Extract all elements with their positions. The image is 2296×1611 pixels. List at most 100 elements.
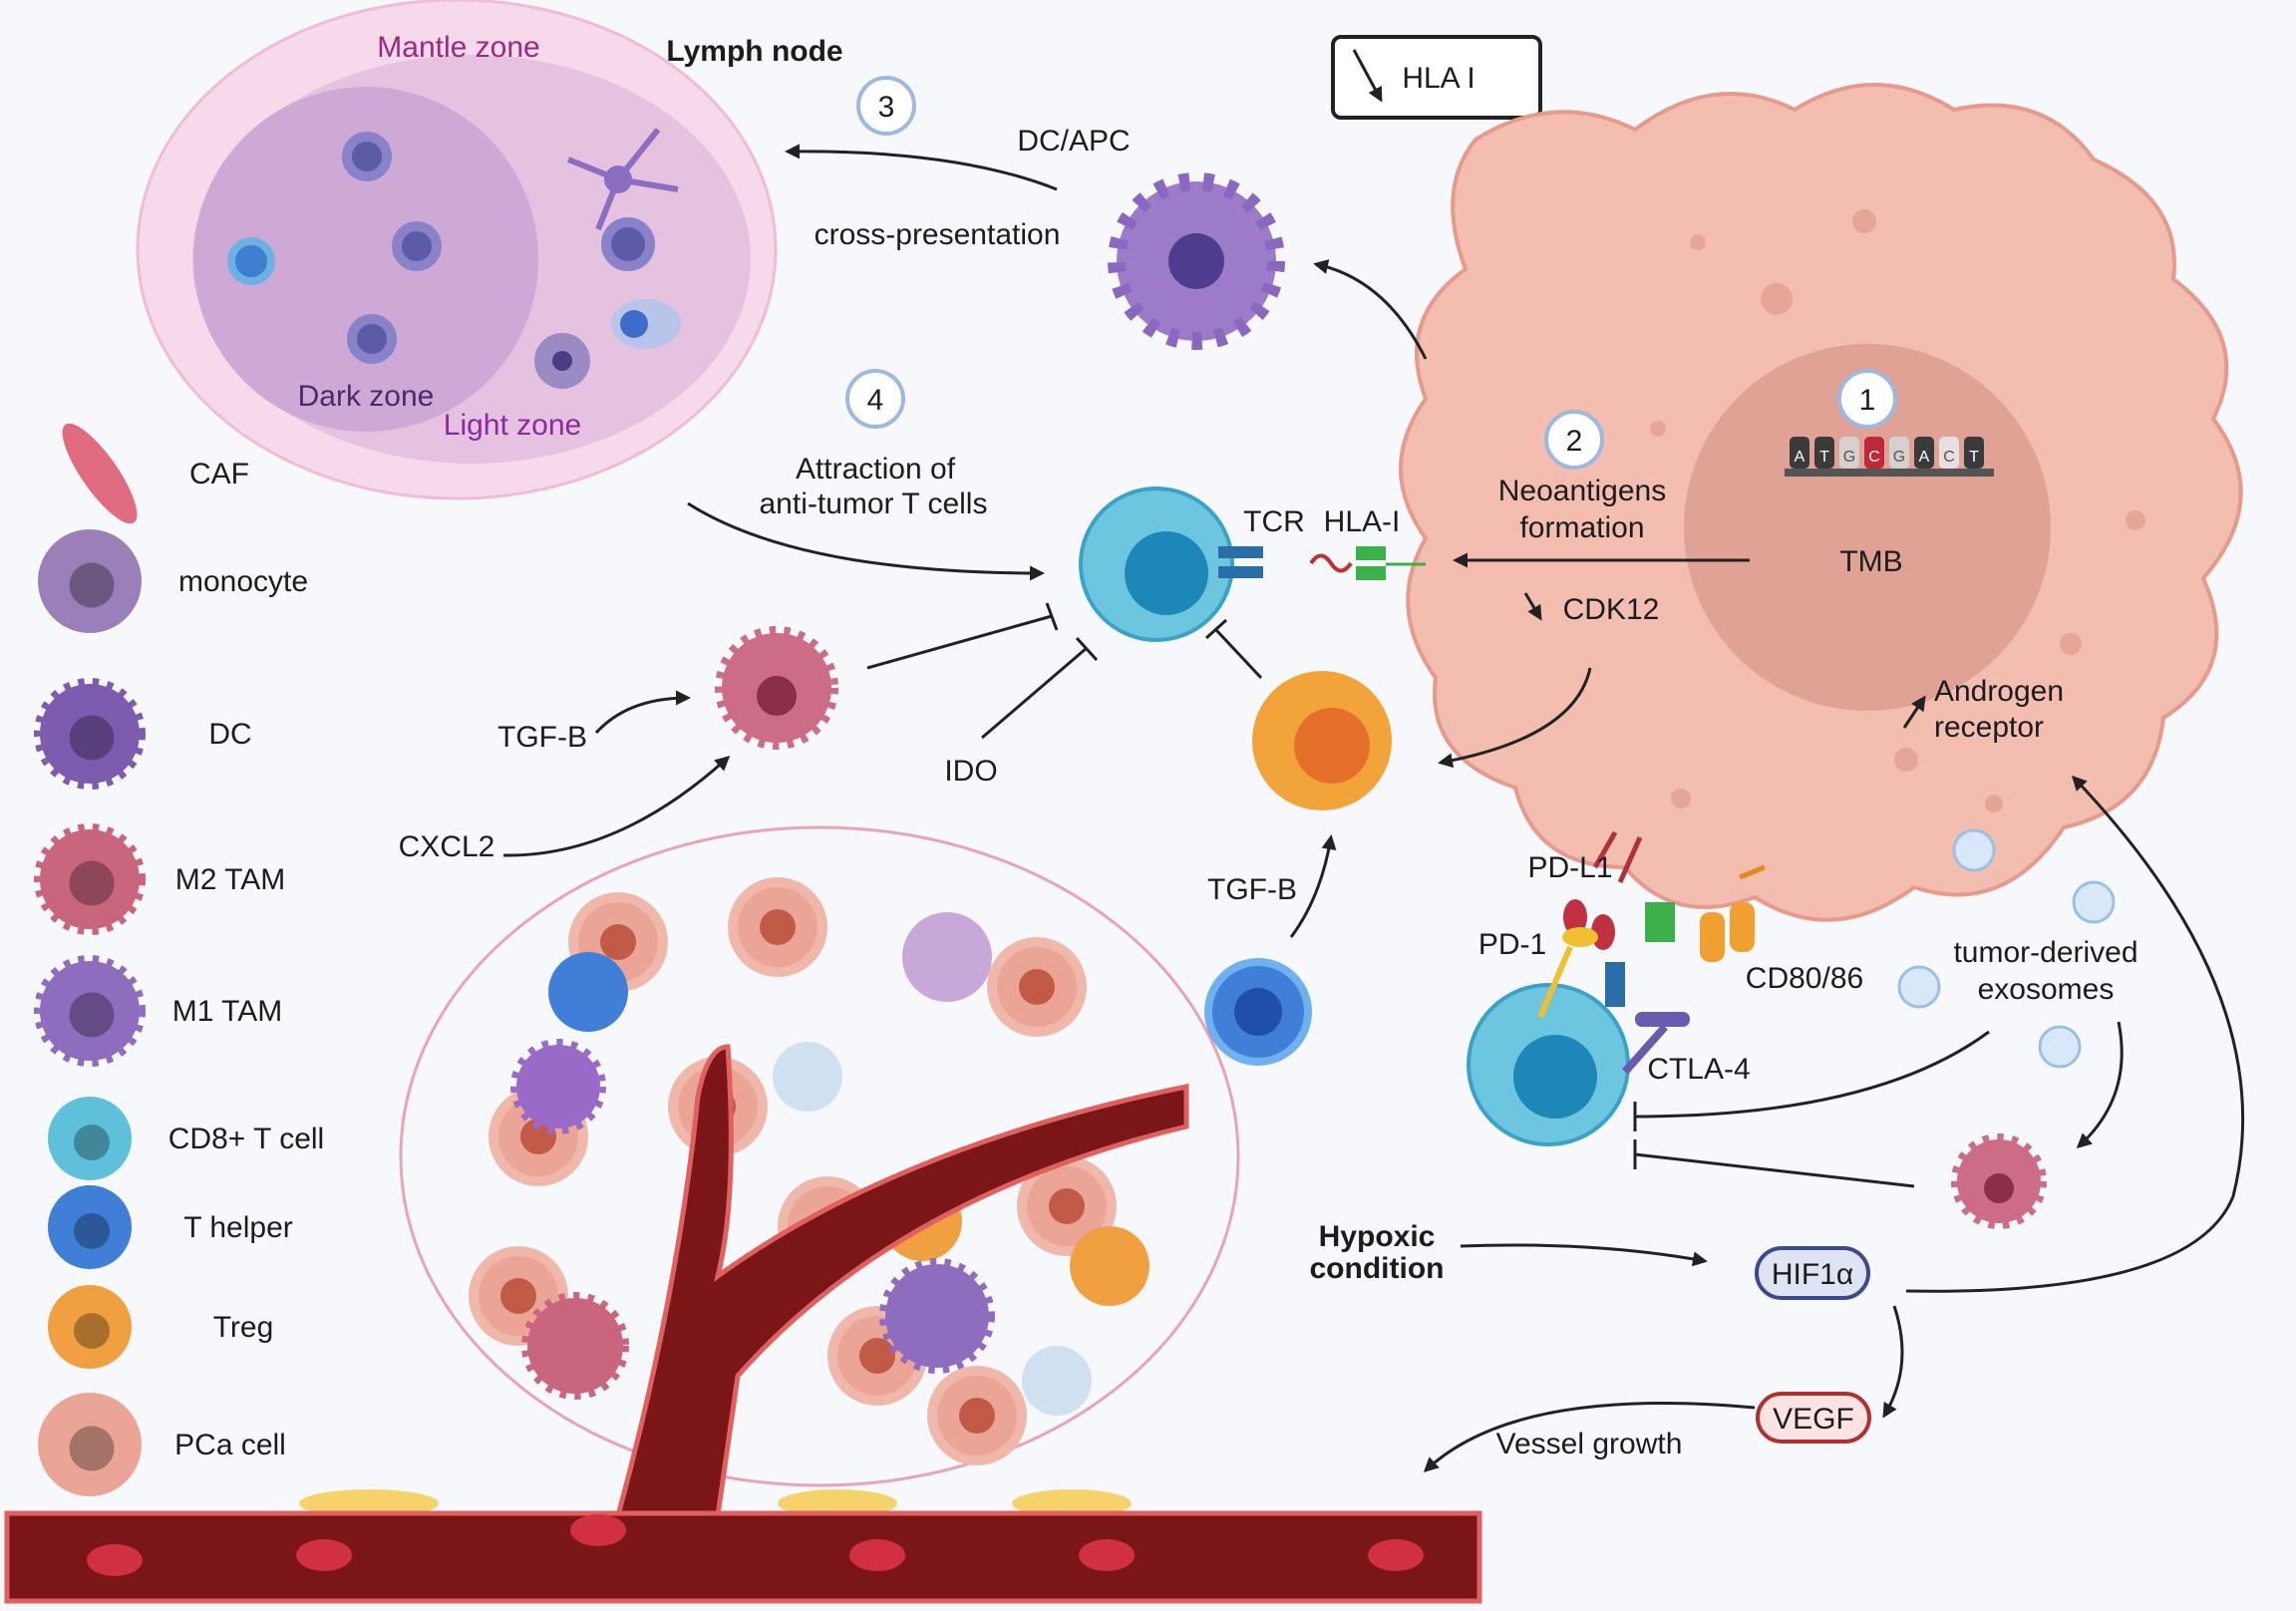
blood-vessel bbox=[4, 1510, 1482, 1604]
tgfb-right-label: TGF-B bbox=[1207, 873, 1297, 906]
legend-item: CAF bbox=[62, 423, 249, 524]
vegf-box: VEGF bbox=[1756, 1392, 1871, 1444]
receptor-label: receptor bbox=[1934, 711, 2044, 744]
legend-cell-icon bbox=[38, 1393, 142, 1496]
pd-1-label: PD-1 bbox=[1478, 928, 1546, 961]
step-4-badge: 4 bbox=[845, 369, 905, 429]
dna-base: G bbox=[1839, 437, 1859, 469]
legend-cell-icon bbox=[34, 955, 146, 1067]
svg-text:G: G bbox=[1843, 449, 1855, 466]
legend-item: monocyte bbox=[38, 529, 308, 633]
legend-item: Treg bbox=[48, 1285, 274, 1369]
ido-inhibit bbox=[981, 636, 1099, 740]
exosomes-label: exosomes bbox=[1978, 973, 2115, 1006]
pd-1-molecule bbox=[1537, 927, 1598, 1019]
dna-base: T bbox=[1964, 437, 1984, 469]
hla-i-molecule bbox=[1309, 546, 1426, 580]
legend-label: M2 TAM bbox=[175, 863, 286, 896]
attraction-label: Attraction of bbox=[796, 453, 956, 485]
legend-cell-icon bbox=[48, 1097, 132, 1180]
svg-text:G: G bbox=[1893, 449, 1905, 466]
legend-cell-icon bbox=[48, 1285, 132, 1369]
svg-text:4: 4 bbox=[867, 384, 884, 417]
pd-l1-molecule bbox=[1563, 830, 1643, 950]
legend-label: monocyte bbox=[178, 565, 308, 598]
step-1-badge: 1 bbox=[1837, 369, 1897, 429]
dark-zone-label: Dark zone bbox=[298, 380, 435, 413]
dc-apc-label: DC/APC bbox=[1017, 125, 1130, 158]
lymph-node: Mantle zone Lymph node Dark zone Light z… bbox=[136, 0, 843, 500]
mantle-zone-label: Mantle zone bbox=[377, 31, 539, 64]
exosome-m2-tam bbox=[1951, 1133, 2047, 1229]
tumor-microenvironment bbox=[299, 825, 1240, 1518]
to-lymph-node-arrow bbox=[785, 144, 1058, 191]
formation-label: formation bbox=[1519, 511, 1644, 544]
ctla-4-label: CTLA-4 bbox=[1647, 1053, 1750, 1086]
svg-text:T: T bbox=[1819, 449, 1829, 466]
anti-tumor-label: anti-tumor T cells bbox=[760, 487, 988, 520]
ctla-4-molecule bbox=[1605, 962, 1690, 1075]
down-arrow-icon bbox=[1352, 49, 1383, 103]
tumor-to-treg-arrow bbox=[1438, 667, 1592, 769]
dna-base: A bbox=[1790, 437, 1809, 469]
attraction-arrow bbox=[687, 501, 1045, 581]
dna-base: T bbox=[1814, 437, 1834, 469]
svg-text:C: C bbox=[1943, 449, 1955, 466]
treg-cell bbox=[1252, 671, 1392, 810]
tmb-label: TMB bbox=[1839, 545, 1902, 578]
caf-icon bbox=[62, 423, 138, 524]
exosomes bbox=[1897, 828, 2116, 1069]
legend-label: CAF bbox=[189, 458, 249, 490]
legend-cell-icon bbox=[34, 823, 146, 935]
light-zone-label: Light zone bbox=[444, 409, 581, 442]
legend-cell-icon bbox=[34, 678, 146, 790]
lymph-node-title: Lymph node bbox=[666, 35, 842, 68]
cd80-86-molecule bbox=[1645, 864, 1766, 962]
legend-item: DC bbox=[34, 678, 252, 790]
tgfb-left-label: TGF-B bbox=[497, 721, 587, 754]
tcr-receptor bbox=[1218, 546, 1263, 578]
dna-base: C bbox=[1939, 437, 1959, 469]
hla-box-label: HLA I bbox=[1402, 62, 1475, 95]
legend-label: CD8+ T cell bbox=[168, 1123, 324, 1155]
svg-text:T: T bbox=[1969, 449, 1979, 466]
svg-text:1: 1 bbox=[1859, 384, 1876, 417]
cdk12-label: CDK12 bbox=[1563, 593, 1660, 626]
legend-label: DC bbox=[208, 718, 251, 751]
legend-cell-icon bbox=[38, 529, 142, 633]
legend-label: PCa cell bbox=[174, 1429, 286, 1461]
hypoxic-label: Hypoxic bbox=[1319, 1220, 1436, 1253]
svg-text:C: C bbox=[1868, 449, 1880, 466]
legend-item: PCa cell bbox=[38, 1393, 286, 1496]
cross-presentation-label: cross-presentation bbox=[815, 218, 1061, 251]
neoantigens-label: Neoantigens bbox=[1498, 475, 1666, 507]
lower-t-cell bbox=[1467, 983, 1630, 1146]
dna-base: G bbox=[1889, 437, 1909, 469]
up-arrow-icon bbox=[1902, 695, 1926, 729]
pd-l1-label: PD-L1 bbox=[1527, 851, 1612, 884]
legend-item: CD8+ T cell bbox=[48, 1097, 324, 1180]
tumor-to-dc-arrow bbox=[1313, 259, 1428, 360]
step-2-badge: 2 bbox=[1544, 410, 1604, 470]
condition-label: condition bbox=[1310, 1252, 1445, 1285]
dna-base: C bbox=[1864, 437, 1884, 469]
legend-item: T helper bbox=[48, 1185, 293, 1269]
tumor-derived-label: tumor-derived bbox=[1953, 936, 2137, 969]
cd8-t-cell bbox=[1079, 486, 1234, 642]
hla-i-label: HLA-I bbox=[1324, 505, 1401, 538]
svg-text:A: A bbox=[1919, 449, 1930, 466]
androgen-label: Androgen bbox=[1934, 675, 2064, 708]
treg-inhibit bbox=[1204, 618, 1263, 680]
down-arrow-icon bbox=[1523, 592, 1542, 621]
m2-inhibit bbox=[866, 602, 1059, 670]
hif1a-box: HIF1α bbox=[1755, 1246, 1870, 1300]
step-3-badge: 3 bbox=[856, 76, 916, 136]
legend-label: T helper bbox=[183, 1211, 293, 1244]
legend-label: Treg bbox=[213, 1311, 274, 1344]
cxcl2-label: CXCL2 bbox=[399, 830, 495, 863]
svg-text:HIF1α: HIF1α bbox=[1772, 1258, 1853, 1291]
dna-base: A bbox=[1914, 437, 1934, 469]
